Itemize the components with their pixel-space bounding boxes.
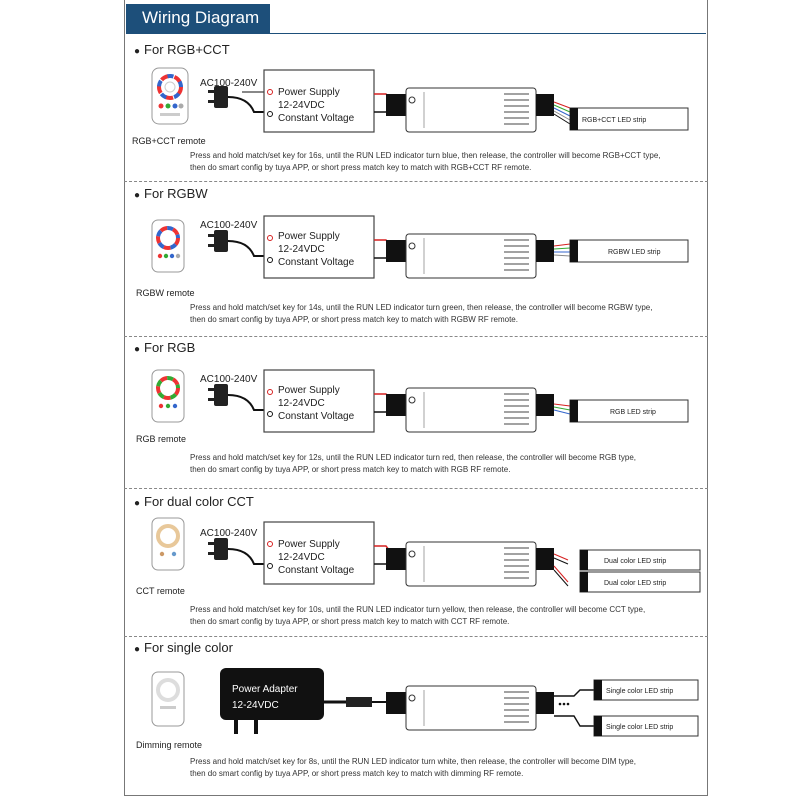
remote-label: Dimming remote <box>136 740 203 750</box>
section-heading: ●For RGBW <box>134 186 208 201</box>
ac-label: AC100-240V <box>200 78 258 89</box>
note-line: then do smart config by tuya APP, or sho… <box>190 617 510 626</box>
ac-label: AC100-240V <box>200 528 258 539</box>
remote-label: RGBW remote <box>136 288 195 298</box>
section-heading: ●For dual color CCT <box>134 494 254 509</box>
psu-line: 12-24VDC <box>278 398 325 409</box>
remote-label: RGB remote <box>136 434 187 444</box>
ac-label: AC100-240V <box>200 220 258 231</box>
title-bar: Wiring Diagram <box>126 4 270 34</box>
instruction-note: Press and hold match/set key for 12s, un… <box>190 452 710 476</box>
section-heading: ●For single color <box>134 640 233 655</box>
wiring-svg: Dual color LED strip Dual color LED stri… <box>151 517 701 593</box>
section-divider <box>124 636 708 637</box>
section-cct: ●For dual color CCT <box>124 494 708 640</box>
plug-icon <box>208 230 268 257</box>
section-rgbw: ●For RGBW <box>124 186 708 338</box>
remote-icon <box>151 517 185 571</box>
adapter-line: Power Adapter <box>232 684 298 695</box>
remote-icon <box>151 671 185 727</box>
wiring-svg: Single color LED strip Single color LED … <box>151 668 699 737</box>
wiring-svg: RGB LED strip <box>151 369 689 433</box>
title-underline <box>270 33 706 34</box>
section-heading-text: For RGB <box>144 340 196 355</box>
section-heading-text: For RGB+CCT <box>144 42 230 57</box>
power-supply-box <box>263 215 375 279</box>
psu-label: Power Supply 12-24VDC Constant Voltage <box>278 384 354 423</box>
controller-icon <box>386 541 554 587</box>
instruction-note: Press and hold match/set key for 16s, un… <box>190 150 710 174</box>
remote-icon <box>151 67 189 125</box>
section-single: ●For single color <box>124 640 708 796</box>
psu-line: 12-24VDC <box>278 244 325 255</box>
plug-icon <box>208 86 268 113</box>
plug-icon <box>208 384 268 411</box>
instruction-note: Press and hold match/set key for 8s, unt… <box>190 756 710 780</box>
note-line: then do smart config by tuya APP, or sho… <box>190 163 532 172</box>
led-strip-label: RGB+CCT LED strip <box>582 117 646 124</box>
psu-line: 12-24VDC <box>278 100 325 111</box>
psu-label: Power Supply 12-24VDC Constant Voltage <box>278 230 354 269</box>
psu-line: 12-24VDC <box>278 552 325 563</box>
psu-line: Constant Voltage <box>278 257 355 268</box>
psu-line: Constant Voltage <box>278 565 355 576</box>
controller-icon <box>386 387 554 433</box>
led-strip-label: RGB LED strip <box>610 409 656 416</box>
section-heading: ●For RGB <box>134 340 196 355</box>
psu-line: Power Supply <box>278 385 340 396</box>
power-supply-box <box>263 369 375 433</box>
section-rgbcct: ●For RGB+CCT <box>124 42 708 182</box>
controller-icon <box>386 685 570 731</box>
section-heading-text: For single color <box>144 640 233 655</box>
psu-line: Power Supply <box>278 539 340 550</box>
remote-icon <box>151 219 185 273</box>
adapter-line: 12-24VDC <box>232 700 279 711</box>
led-strip-label: RGBW LED strip <box>608 249 661 256</box>
note-line: then do smart config by tuya APP, or sho… <box>190 769 524 778</box>
instruction-note: Press and hold match/set key for 14s, un… <box>190 302 710 326</box>
psu-label: Power Supply 12-24VDC Constant Voltage <box>278 538 354 577</box>
instruction-note: Press and hold match/set key for 10s, un… <box>190 604 710 628</box>
note-line: then do smart config by tuya APP, or sho… <box>190 315 518 324</box>
controller-icon <box>386 233 554 279</box>
remote-label: CCT remote <box>136 586 185 596</box>
power-supply-box <box>263 521 375 585</box>
psu-line: Power Supply <box>278 231 340 242</box>
section-heading-text: For dual color CCT <box>144 494 254 509</box>
remote-icon <box>151 369 185 423</box>
diagram-frame <box>124 0 708 796</box>
wiring-svg: RGB+CCT LED strip <box>151 67 689 133</box>
section-divider <box>124 488 708 489</box>
psu-label: Power Supply 12-24VDC Constant Voltage <box>278 86 354 125</box>
led-strip-label: Single color LED strip <box>606 688 673 695</box>
note-line: Press and hold match/set key for 8s, unt… <box>190 757 636 766</box>
section-divider <box>124 181 708 182</box>
page-title: Wiring Diagram <box>142 8 260 27</box>
psu-line: Power Supply <box>278 87 340 98</box>
section-rgb: ●For RGB <box>124 340 708 492</box>
section-divider <box>124 336 708 337</box>
note-line: then do smart config by tuya APP, or sho… <box>190 465 511 474</box>
psu-line: Constant Voltage <box>278 411 355 422</box>
note-line: Press and hold match/set key for 16s, un… <box>190 151 661 160</box>
psu-line: Constant Voltage <box>278 113 355 124</box>
led-strip-label: Dual color LED strip <box>604 580 666 587</box>
led-strip-label: Dual color LED strip <box>604 558 666 565</box>
note-line: Press and hold match/set key for 10s, un… <box>190 605 646 614</box>
ac-label: AC100-240V <box>200 374 258 385</box>
power-adapter-icon <box>220 668 386 734</box>
power-supply-box <box>263 69 375 133</box>
section-heading: ●For RGB+CCT <box>134 42 230 57</box>
note-line: Press and hold match/set key for 14s, un… <box>190 303 653 312</box>
note-line: Press and hold match/set key for 12s, un… <box>190 453 636 462</box>
remote-label: RGB+CCT remote <box>132 136 206 146</box>
led-strip-label: Single color LED strip <box>606 724 673 731</box>
wiring-svg: RGBW LED strip <box>151 215 689 279</box>
plug-icon <box>208 538 268 565</box>
controller-icon <box>386 87 554 133</box>
section-heading-text: For RGBW <box>144 186 208 201</box>
adapter-label: Power Adapter 12-24VDC <box>232 682 298 714</box>
